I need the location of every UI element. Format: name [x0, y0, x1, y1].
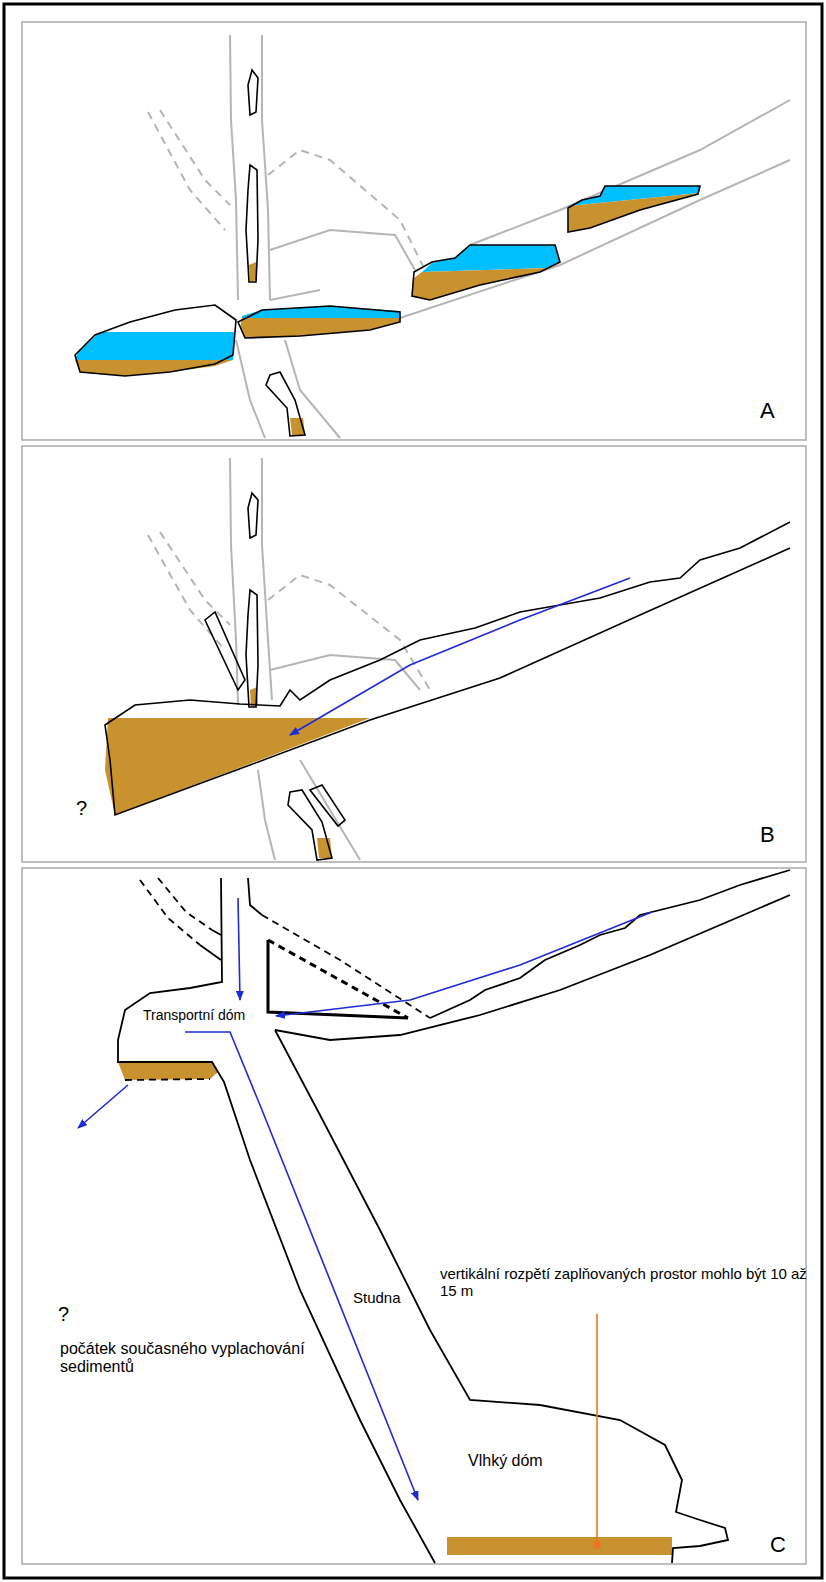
water	[422, 245, 560, 272]
chamber-outline	[288, 790, 332, 860]
frame	[22, 446, 806, 862]
frame	[22, 868, 806, 1564]
grey-passage	[230, 35, 238, 300]
chamber-outline	[266, 372, 305, 436]
panel-letter: B	[760, 822, 775, 847]
frame	[4, 4, 822, 1578]
sediment	[447, 1537, 672, 1555]
grey-passage	[236, 340, 265, 438]
sediment	[75, 193, 699, 435]
chamber-outline	[105, 493, 790, 860]
chamber-outline	[248, 493, 258, 538]
grey-passage	[285, 340, 340, 438]
chamber-outline	[246, 590, 258, 707]
flow-arrow	[276, 912, 652, 1016]
cave-wall	[125, 1079, 210, 1080]
sediment	[118, 1062, 672, 1555]
question-mark: ?	[76, 797, 87, 820]
grey-passage	[148, 535, 225, 650]
cave-wall	[268, 940, 408, 1018]
water	[242, 306, 400, 318]
chamber-outline	[105, 522, 790, 815]
grey-passage	[470, 100, 790, 245]
cave-wall	[430, 870, 790, 1018]
grey-passage	[262, 458, 272, 700]
cave-wall	[118, 878, 435, 1563]
grey-passage	[300, 760, 360, 860]
sediment	[412, 268, 548, 300]
grey-passage	[400, 160, 790, 318]
cave-wall	[118, 870, 790, 1563]
frame	[4, 4, 822, 1578]
note: vertikální rozpětí zaplňovaných prostor …	[440, 1265, 820, 1300]
sediment	[118, 1062, 218, 1080]
cave-wall	[140, 880, 200, 945]
flow-arrow	[185, 1032, 418, 1500]
grey-passage	[230, 458, 238, 705]
leader-line	[593, 1314, 601, 1549]
chamber-outline	[75, 305, 236, 376]
panel-letter: A	[760, 398, 775, 423]
grey-passage	[270, 290, 320, 300]
chamber-outline	[568, 186, 700, 232]
cave-wall	[212, 930, 221, 935]
flow-arrow	[78, 1085, 128, 1128]
grey-passage	[148, 35, 790, 438]
water	[75, 186, 700, 360]
grey-passage	[160, 532, 230, 625]
chamber-name: Transportní dóm	[142, 1007, 246, 1023]
leader-line	[596, 1314, 598, 1545]
chamber-outline	[75, 70, 700, 436]
grey-passage	[270, 230, 415, 270]
grey-passage	[262, 35, 270, 300]
flow-arrow	[238, 898, 240, 1000]
sediment	[105, 718, 370, 815]
chamber-outline	[412, 245, 560, 300]
flow-arrow	[78, 898, 652, 1500]
passage-name: Studna	[352, 1289, 402, 1306]
chamber-outline	[246, 165, 258, 282]
flow-arrow	[290, 578, 630, 735]
grey-passage	[258, 770, 275, 860]
sediment	[105, 687, 370, 858]
grey-passage	[160, 110, 230, 205]
grey-passage	[148, 112, 225, 230]
cave-wall	[275, 1030, 728, 1563]
question-mark: ?	[58, 1303, 69, 1326]
cave-wall	[262, 915, 430, 1018]
frame	[22, 22, 806, 440]
note: počátek současného vyplachování sediment…	[60, 1340, 310, 1377]
chamber-outline	[310, 785, 345, 826]
cave-wall	[268, 940, 408, 1018]
water	[75, 332, 234, 360]
chamber-outline	[205, 612, 245, 690]
chamber-name: Vlhký dóm	[468, 1452, 543, 1470]
cave-wall	[200, 945, 221, 960]
chamber-outline	[248, 70, 258, 115]
flow-arrow	[290, 578, 630, 735]
cave-wall	[158, 878, 212, 930]
chamber-outline	[238, 306, 400, 338]
grey-passage	[268, 150, 425, 270]
grey-passage	[148, 458, 430, 860]
cave-wall	[275, 895, 790, 1040]
panel-letter: C	[770, 1532, 786, 1557]
leader-line	[593, 1541, 601, 1549]
cave-wall	[248, 878, 262, 915]
